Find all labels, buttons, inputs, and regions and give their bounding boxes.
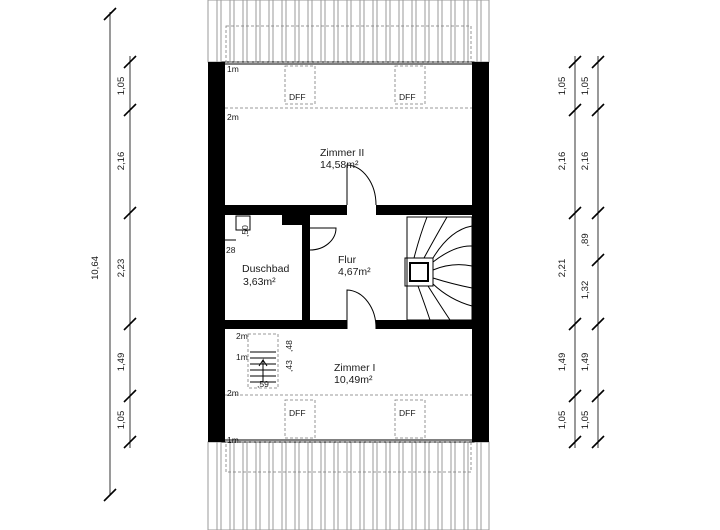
skylight-1 <box>284 65 316 105</box>
height-mark-1m-top: 1m <box>227 64 239 74</box>
wall-east <box>472 62 489 442</box>
dim-50: ,50 <box>240 225 250 237</box>
door-zimmer2 <box>346 164 377 206</box>
staircase <box>404 216 473 321</box>
skylight-label-1: DFF <box>289 92 306 102</box>
dim-28: 28 <box>226 245 236 255</box>
dim-right-outer-seg5: 1,05 <box>557 411 568 430</box>
dim-right-inner-seg3b: 1,32 <box>580 281 591 300</box>
dim-59: ,59 <box>257 379 269 389</box>
dim-left-seg2: 2,16 <box>116 152 127 171</box>
roof-outline-bottom <box>225 441 472 473</box>
dim-left-seg5: 1,05 <box>116 411 127 430</box>
attic-ladder <box>247 333 279 389</box>
height-mark-2m-ladder: 2m <box>236 331 248 341</box>
wall-middle-bottom-right <box>376 320 474 329</box>
height-mark-2m-top: 2m <box>227 112 239 122</box>
dim-48: ,48 <box>284 340 294 352</box>
roof-tiles-bottom <box>207 441 490 530</box>
skylight-3 <box>284 399 316 439</box>
dim-right-inner-seg1: 1,05 <box>580 77 591 96</box>
dim-43: ,43 <box>284 360 294 372</box>
dim-right-inner-seg5: 1,05 <box>580 411 591 430</box>
room-name-duschbad: Duschbad <box>242 263 289 275</box>
roof-outline-top <box>225 25 472 63</box>
room-name-flur: Flur <box>338 254 357 266</box>
skylight-label-2: DFF <box>399 92 416 102</box>
height-mark-1m-ladder: 1m <box>236 352 248 362</box>
door-bath <box>309 227 337 251</box>
room-area-flur: 4,67m² <box>338 266 371 278</box>
dim-right-inner-seg2: 2,16 <box>580 152 591 171</box>
dim-right-inner-seg3a: ,89 <box>580 233 591 246</box>
room-name-zimmer1: Zimmer I <box>334 362 375 374</box>
skylight-2 <box>394 65 426 105</box>
dim-right-outer-seg1: 1,05 <box>557 77 568 96</box>
height-mark-1m-bottom: 1m <box>227 435 239 445</box>
dim-right-outer-seg3: 2,21 <box>557 259 568 278</box>
dimension-lines <box>103 7 605 502</box>
dim-left-seg4: 1,49 <box>116 353 127 372</box>
skylight-4 <box>394 399 426 439</box>
dim-left-total: 10,64 <box>90 256 101 280</box>
dim-left-seg1: 1,05 <box>116 77 127 96</box>
dim-left-seg3: 2,23 <box>116 259 127 278</box>
skylight-label-3: DFF <box>289 408 306 418</box>
skylight-label-4: DFF <box>399 408 416 418</box>
room-area-zimmer2: 14,58m² <box>320 159 359 171</box>
door-zimmer1 <box>346 289 377 330</box>
room-name-zimmer2: Zimmer II <box>320 147 364 159</box>
wall-middle-top-left <box>222 205 347 215</box>
wall-bath-hall <box>302 215 310 320</box>
dim-right-inner-seg4: 1,49 <box>580 353 591 372</box>
room-area-zimmer1: 10,49m² <box>334 374 373 386</box>
wall-middle-top-right <box>376 205 474 215</box>
height-mark-2m-bottom: 2m <box>227 388 239 398</box>
dim-right-outer-seg2: 2,16 <box>557 152 568 171</box>
wall-middle-bottom-left <box>222 320 347 329</box>
room-area-duschbad: 3,63m² <box>243 276 276 288</box>
floor-slab <box>221 61 475 443</box>
bath-shaft <box>282 215 304 225</box>
roof-tiles-top <box>207 0 490 63</box>
dim-right-outer-seg4: 1,49 <box>557 353 568 372</box>
bath-fixture <box>235 215 251 231</box>
wall-west <box>208 62 225 442</box>
